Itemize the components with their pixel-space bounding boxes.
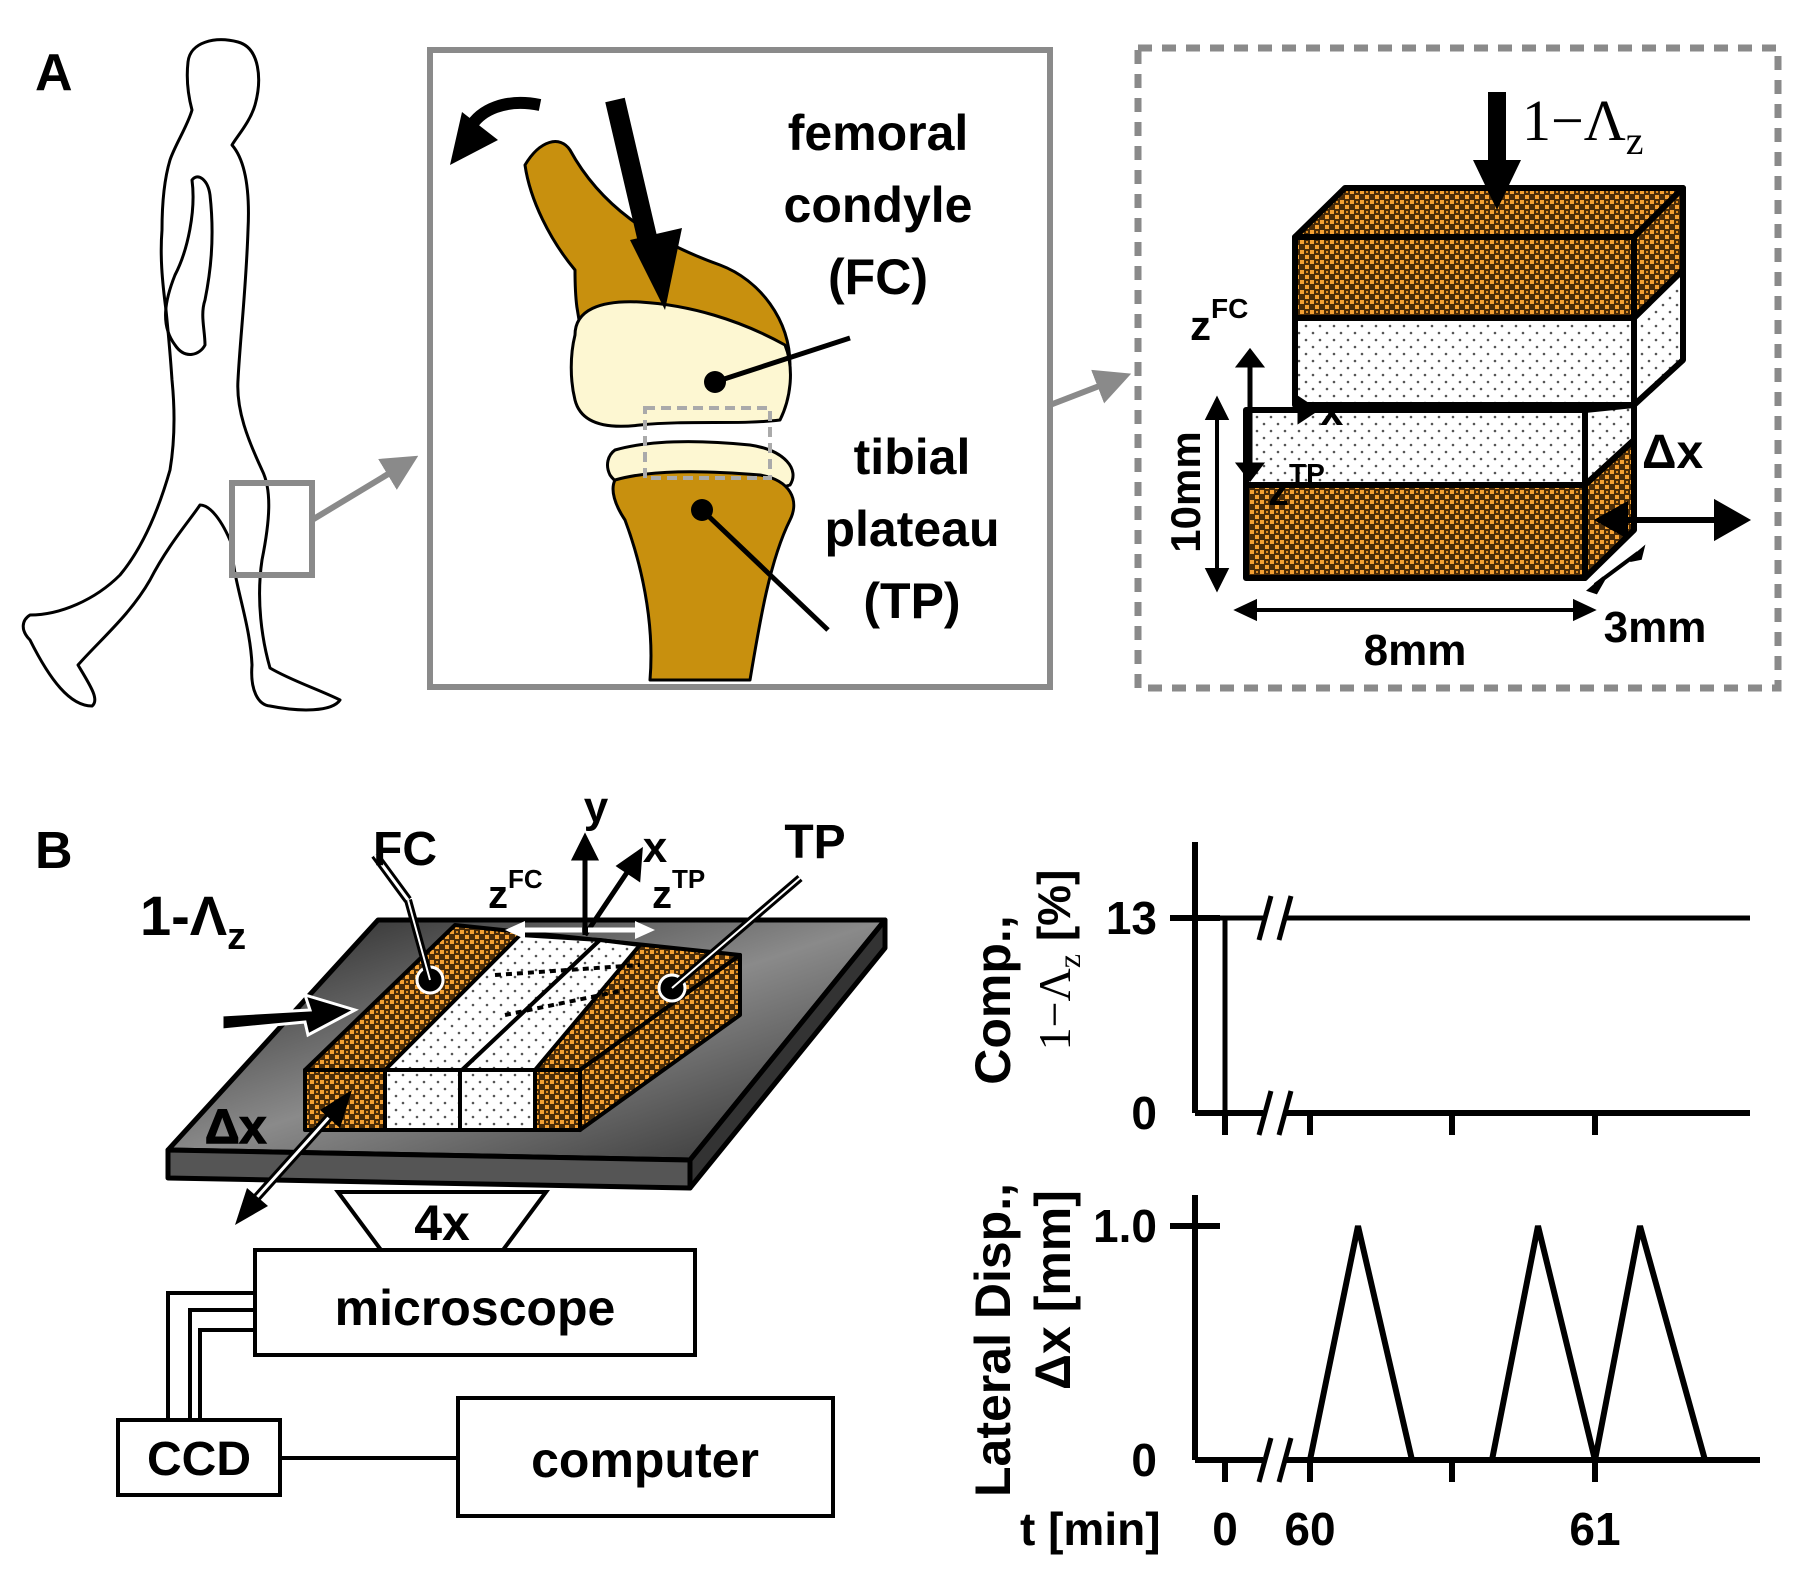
dx-arrowhead-b-1 — [235, 1188, 268, 1225]
sample-dotted-line — [504, 988, 626, 1017]
comp-ylabel-1: Comp., — [965, 915, 1021, 1084]
dx-label-b: Δx — [205, 1101, 267, 1154]
comp-break-mark-a-0 — [1256, 895, 1274, 941]
dx-arrowhead-b-2 — [320, 1090, 352, 1128]
length-dimension — [1233, 598, 1597, 622]
block-load-label: 1−Λz — [1522, 88, 1644, 163]
ztp-label-b: zTP — [652, 864, 705, 917]
fc-label-b: FC — [373, 823, 437, 876]
block-axes — [1234, 347, 1320, 483]
computer-label: computer — [531, 1432, 759, 1488]
dx-arrow-b-inner — [248, 1103, 342, 1207]
zoom-arrow-1 — [310, 455, 419, 523]
rotation-arrowhead — [450, 112, 498, 165]
knee-highlight-box — [229, 480, 315, 578]
tibial-label-3: (TP) — [863, 573, 960, 629]
height-dimension — [1204, 395, 1230, 593]
fc-pointer-line — [714, 335, 851, 385]
zfc-label-b: zFC — [488, 864, 543, 917]
height-label: 10mm — [1162, 431, 1209, 552]
ccd-label: CCD — [147, 1433, 251, 1486]
tp-bone-front — [1243, 482, 1588, 581]
microscope-box — [253, 1248, 697, 1357]
comp-break-mark-a-1 — [1256, 1090, 1274, 1136]
length-label: 8mm — [1364, 626, 1467, 675]
lateral-displacement-chart: Lateral Disp., Δx [mm] t [min] 0 1.0 0 60 61 — [965, 1183, 1760, 1555]
block-dx-label: Δx — [1642, 426, 1704, 479]
femoral-label-1: femoral — [788, 105, 969, 161]
zfc-arrowhead-b — [505, 921, 525, 939]
tibia-bone — [611, 470, 796, 682]
zoom-arrow-2 — [1048, 369, 1132, 408]
depth-dimension — [1586, 544, 1646, 595]
disp-series-line — [1307, 1225, 1708, 1463]
tp-label-b: TP — [784, 816, 845, 869]
disp-x-tick-label-1: 60 — [1284, 1503, 1335, 1555]
sample-frame — [1134, 44, 1782, 692]
femoral-cartilage — [569, 300, 792, 428]
fc-cartilage-front — [1292, 315, 1637, 408]
comp-series-step — [1222, 915, 1265, 1113]
femur-load-arrowhead — [630, 228, 682, 310]
disp-x-tick-label-0: 0 — [1212, 1503, 1238, 1555]
panel-b-label: B — [35, 822, 73, 880]
tp-cartilage-front — [1243, 407, 1588, 488]
time-xlabel: t [min] — [1020, 1503, 1161, 1555]
fc-leader-b-inner — [407, 899, 431, 981]
sample-dotted-line-2 — [494, 963, 641, 977]
cables — [166, 1291, 458, 1460]
stage-axes — [570, 832, 643, 937]
comp-break-mark-b-1 — [1276, 1090, 1294, 1136]
tibial-label-2: plateau — [824, 501, 999, 557]
femur-load-arrow-shaft — [605, 97, 660, 253]
stage-sample — [303, 923, 742, 1132]
disp-y-tick-label-1: 1.0 — [1093, 1200, 1157, 1252]
y-axis-label: y — [584, 783, 609, 832]
disp-ylabel-1: Lateral Disp., — [965, 1183, 1021, 1497]
fc-pointer-b-inner — [373, 854, 410, 901]
compression-chart: Comp., 1−Λz [%] 0 13 — [965, 842, 1750, 1139]
disp-y-tick-label-0: 0 — [1131, 1434, 1157, 1486]
ccd-box — [116, 1418, 282, 1497]
comp-y-tick-label-1: 13 — [1106, 892, 1157, 944]
depth-label: 3mm — [1604, 603, 1707, 652]
tp-leader-b-inner — [671, 877, 801, 989]
microscope-label: microscope — [335, 1280, 616, 1336]
computer-box — [456, 1396, 835, 1518]
fc-bone-front — [1292, 234, 1637, 321]
explant-block — [1243, 185, 1686, 581]
tibial-label-1: tibial — [854, 429, 971, 485]
disp-x-tick-label-2: 61 — [1569, 1503, 1620, 1555]
zfc-label: zFC — [1190, 293, 1248, 349]
walking-person-illustration — [21, 38, 342, 712]
disp-break-mark-b — [1276, 1437, 1294, 1483]
disp-break-mark-a — [1256, 1437, 1274, 1483]
block-x-label: x — [1320, 387, 1344, 434]
panel-a-label: A — [35, 44, 73, 102]
comp-ylabel-2: 1−Λz [%] — [1028, 870, 1087, 1051]
disp-ylabel-2: Δx [mm] — [1025, 1190, 1081, 1390]
block-dx-arrow — [1593, 498, 1752, 542]
x-axis-label: x — [643, 823, 668, 872]
ztp-label: zTP — [1268, 458, 1325, 514]
femoral-label-2: condyle — [784, 177, 973, 233]
fc-bone-top — [1292, 185, 1686, 240]
objective-label: 4x — [414, 1195, 470, 1251]
comp-break-mark-b-0 — [1276, 895, 1294, 941]
load-arrow-b — [220, 992, 359, 1038]
tp-pointer-line — [700, 508, 830, 632]
femoral-label-3: (FC) — [828, 249, 928, 305]
comp-y-tick-label-0: 0 — [1131, 1087, 1157, 1139]
block-load-arrowhead — [1473, 160, 1521, 210]
load-label-b: 1-Λz — [140, 884, 246, 958]
ztp-arrowhead-b — [635, 921, 655, 939]
contact-region-box — [643, 406, 772, 480]
